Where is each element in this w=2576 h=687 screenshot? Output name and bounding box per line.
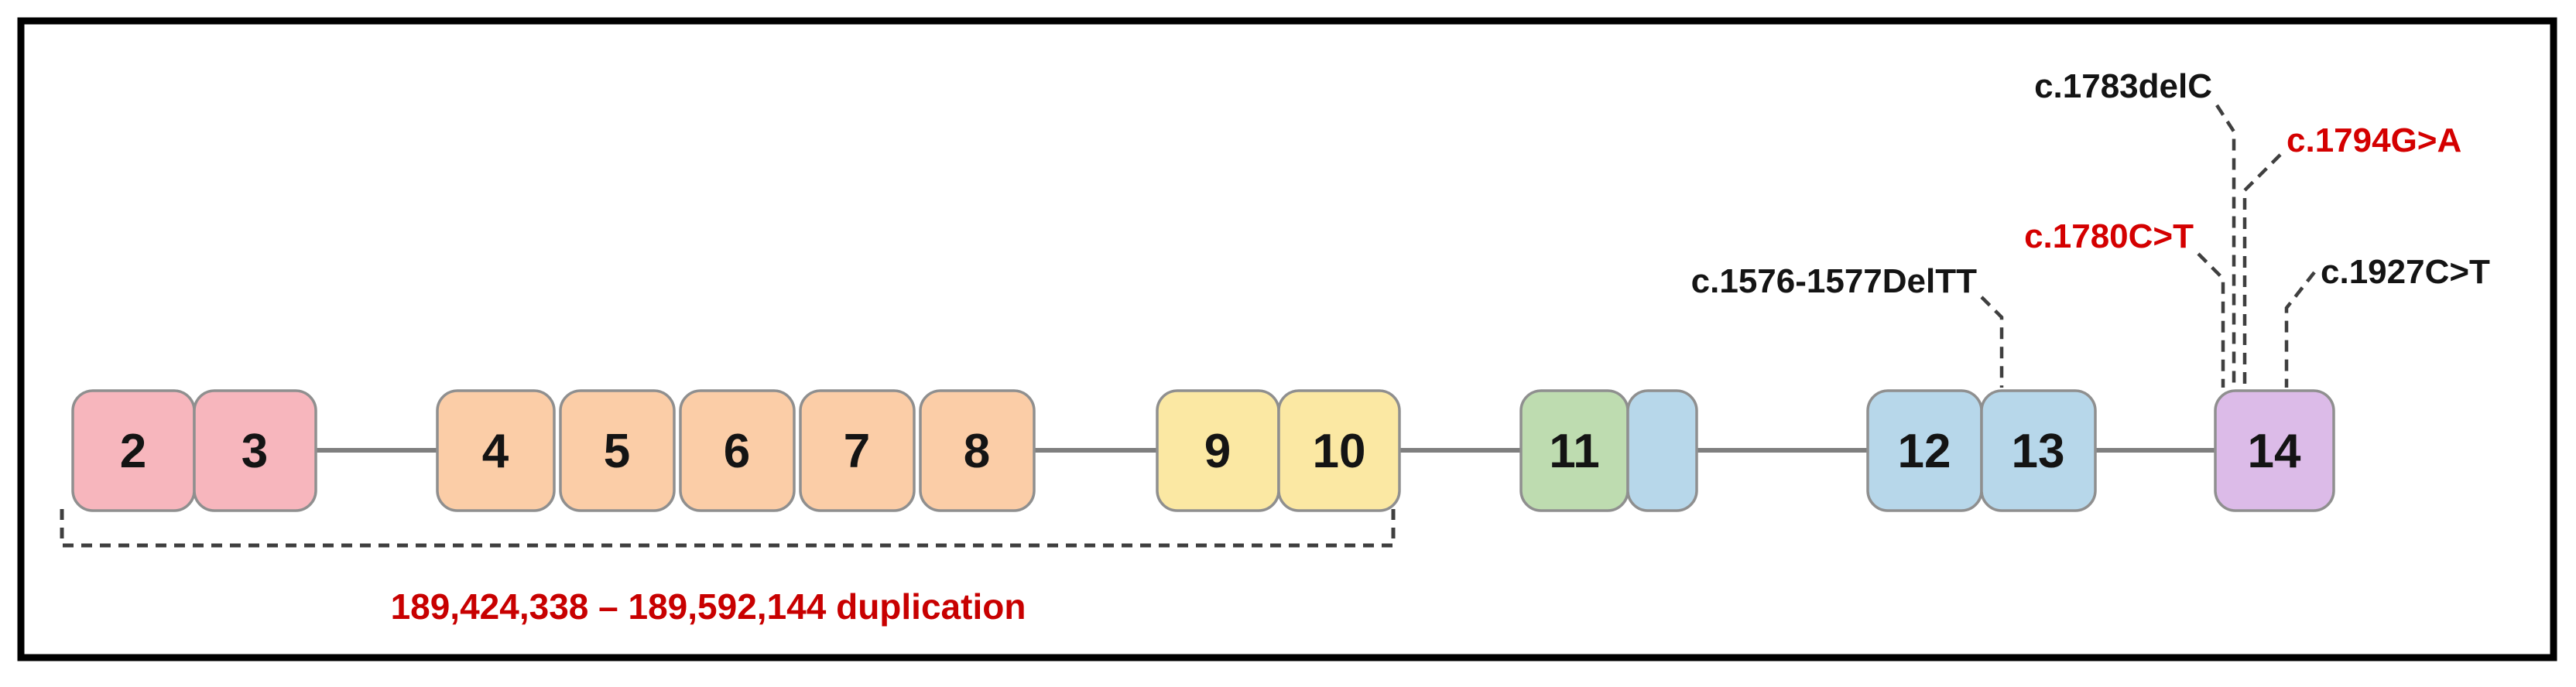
exon-4-label: 4 — [482, 425, 509, 478]
exon-11-extension-box — [1626, 389, 1698, 512]
exon-box-5: 5 — [559, 389, 676, 512]
exon-5-label: 5 — [604, 425, 630, 478]
exon-box-11: 11 — [1519, 389, 1629, 512]
exon-box-12: 12 — [1866, 389, 1983, 512]
exon-10-label: 10 — [1313, 425, 1366, 478]
exon-box-2: 2 — [71, 389, 196, 512]
exon-box-4: 4 — [436, 389, 556, 512]
exon-8-label: 8 — [964, 425, 990, 478]
exon-11-label: 11 — [1549, 425, 1600, 478]
callout-c1780C-T — [2197, 252, 2225, 388]
exon-box-3: 3 — [193, 389, 317, 512]
mutation-labels: c.1783delC c.1794G>A c.1780C>T c.1927C>T… — [1691, 67, 2490, 300]
callout-c1783delC — [2215, 104, 2236, 388]
exon-row: 2 3 4 5 6 7 8 9 — [71, 389, 2335, 512]
callout-c1576-1577DelTT — [1980, 296, 2004, 388]
exon-box-9: 9 — [1156, 389, 1280, 512]
duplication-label: 189,424,338 – 189,592,144 duplication — [391, 586, 1026, 627]
mutation-label-c1794G-A: c.1794G>A — [2287, 121, 2461, 159]
exon-7-label: 7 — [844, 425, 870, 478]
exon-4-rect — [436, 389, 556, 512]
mutation-label-c1927C-T: c.1927C>T — [2321, 253, 2490, 291]
exon-2-label: 2 — [120, 425, 146, 478]
exon-7-rect — [799, 389, 916, 512]
exon-8-rect — [919, 389, 1036, 512]
figure-border — [17, 17, 2557, 661]
exon-6-rect — [679, 389, 796, 512]
exon-box-8: 8 — [919, 389, 1036, 512]
mutation-label-c1576-1577DelTT: c.1576-1577DelTT — [1691, 262, 1977, 300]
exon-14-rect — [2214, 389, 2335, 512]
exon-13-label: 13 — [2012, 425, 2065, 478]
duplication-bracket — [60, 509, 1396, 548]
exon-5-rect — [559, 389, 676, 512]
mutation-label-c1780C-T: c.1780C>T — [2024, 217, 2194, 255]
exon-6-label: 6 — [724, 425, 750, 478]
exon-box-6: 6 — [679, 389, 796, 512]
callout-c1927C-T — [2284, 271, 2316, 388]
exon-3-label: 3 — [242, 425, 268, 478]
exon-box-10: 10 — [1277, 389, 1401, 512]
exon-13-rect — [1980, 389, 2097, 512]
callout-c1794G-A — [2242, 153, 2282, 388]
exon-10-rect — [1277, 389, 1401, 512]
exon-box-14: 14 — [2214, 389, 2335, 512]
exon-box-13: 13 — [1980, 389, 2097, 512]
exon-3-rect — [193, 389, 317, 512]
exon-box-7: 7 — [799, 389, 916, 512]
mutation-label-c1783delC: c.1783delC — [2034, 67, 2212, 105]
exon-14-label: 14 — [2248, 425, 2301, 478]
exon-9-label: 9 — [1204, 425, 1231, 478]
mutation-callouts — [1980, 104, 2316, 388]
exon-11-extension-rect — [1626, 389, 1698, 512]
exon-12-label: 12 — [1898, 425, 1951, 478]
